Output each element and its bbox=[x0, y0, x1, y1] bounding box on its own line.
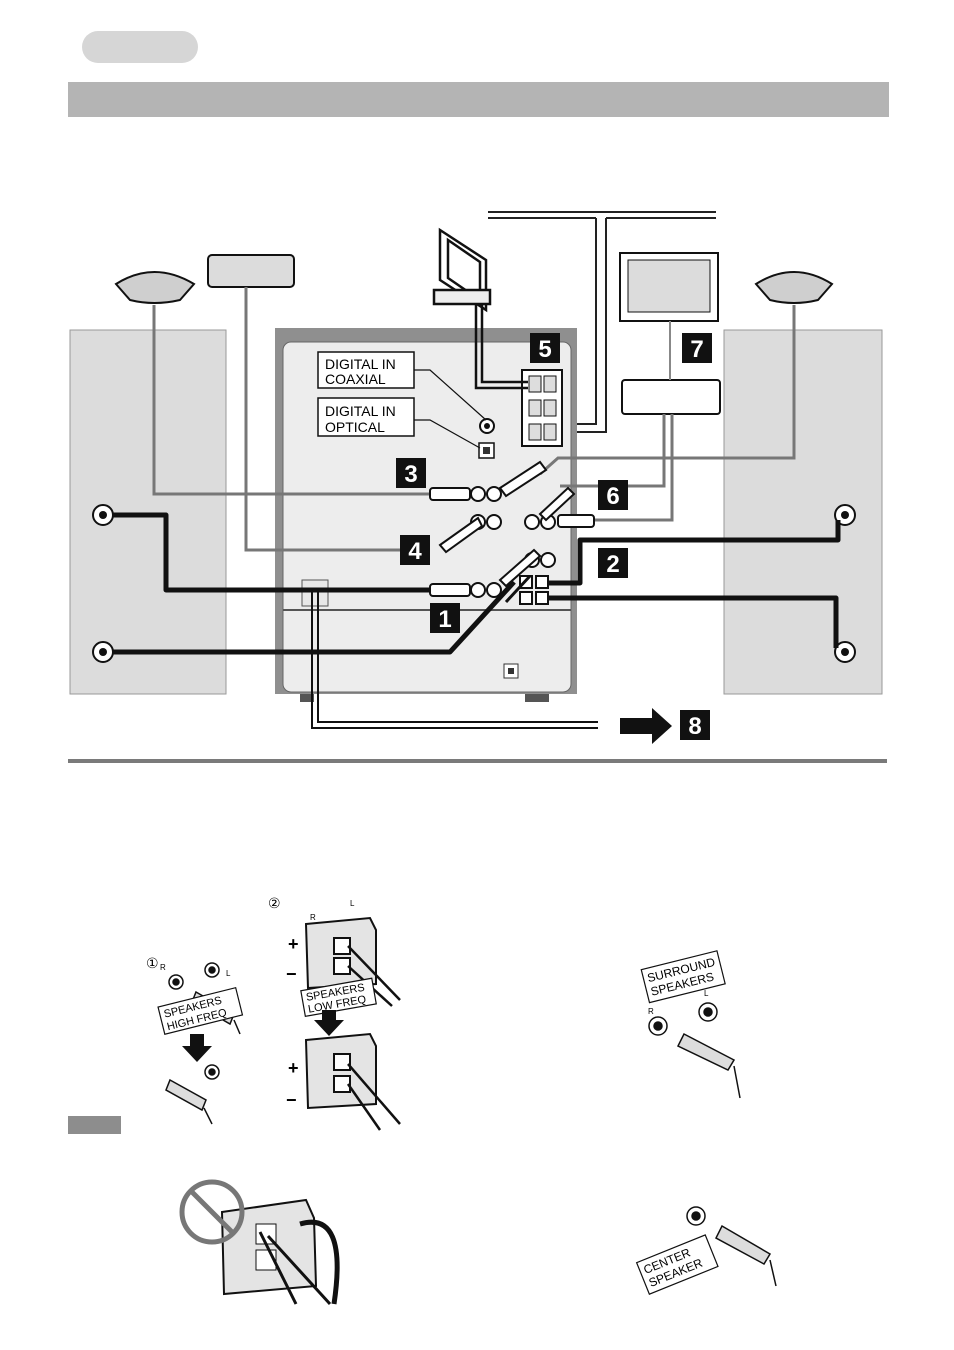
center-speaker bbox=[208, 255, 294, 287]
svg-text:4: 4 bbox=[408, 538, 422, 565]
svg-text:3: 3 bbox=[404, 461, 417, 488]
step-1-marker: ① bbox=[146, 955, 159, 971]
callout-8: 8 bbox=[680, 710, 710, 740]
callout-6: 6 bbox=[598, 480, 628, 510]
tv-set bbox=[620, 253, 718, 321]
svg-text:2: 2 bbox=[606, 551, 619, 578]
minus-marker-top: − bbox=[286, 964, 297, 984]
r-marker-lf: R bbox=[310, 913, 316, 922]
surround-jacks bbox=[649, 1003, 740, 1098]
l-marker-hf: L bbox=[226, 969, 231, 978]
l-marker-lf: L bbox=[350, 899, 355, 908]
minus-marker-bottom: − bbox=[286, 1090, 297, 1110]
callout-7: 7 bbox=[682, 333, 712, 363]
callout-2: 2 bbox=[598, 548, 628, 578]
surround-speaker-right bbox=[756, 272, 832, 303]
callout-5: 5 bbox=[530, 333, 560, 363]
callout-1: 1 bbox=[430, 603, 460, 633]
digital-in-coaxial-line2: COAXIAL bbox=[325, 371, 386, 387]
svg-text:8: 8 bbox=[688, 713, 701, 740]
step-2-marker: ② bbox=[268, 895, 281, 911]
connection-diagram: DIGITAL IN COAXIAL DIGITAL IN OPTICAL bbox=[0, 0, 954, 760]
digital-in-coaxial-line1: DIGITAL IN bbox=[325, 356, 396, 372]
callout-3: 3 bbox=[396, 458, 426, 488]
svg-text:1: 1 bbox=[438, 606, 451, 633]
high-freq-plug-inserted bbox=[166, 1065, 219, 1124]
svg-text:5: 5 bbox=[538, 336, 551, 363]
l-marker-sr: L bbox=[704, 989, 709, 998]
digital-in-optical-line2: OPTICAL bbox=[325, 419, 385, 435]
detail-illustrations: ① SPEAKERS HIGH FREQ ② + − SPEAKERS LOW … bbox=[0, 760, 954, 1350]
down-arrow-icon bbox=[182, 1034, 212, 1062]
note-label-bar bbox=[68, 1116, 121, 1134]
arrow-to-8 bbox=[620, 708, 672, 744]
right-front-speaker bbox=[724, 330, 882, 694]
plus-marker-bottom: + bbox=[288, 1058, 299, 1078]
plus-marker-top: + bbox=[288, 934, 299, 954]
surround-speaker-left bbox=[116, 272, 194, 303]
svg-text:6: 6 bbox=[606, 483, 619, 510]
vcr bbox=[622, 380, 720, 414]
svg-text:7: 7 bbox=[690, 336, 703, 363]
digital-in-optical-line1: DIGITAL IN bbox=[325, 403, 396, 419]
low-freq-terminal-bottom bbox=[306, 1034, 400, 1130]
callout-4: 4 bbox=[400, 535, 430, 565]
r-marker-sr: R bbox=[648, 1007, 654, 1016]
r-marker-hf: R bbox=[160, 963, 166, 972]
